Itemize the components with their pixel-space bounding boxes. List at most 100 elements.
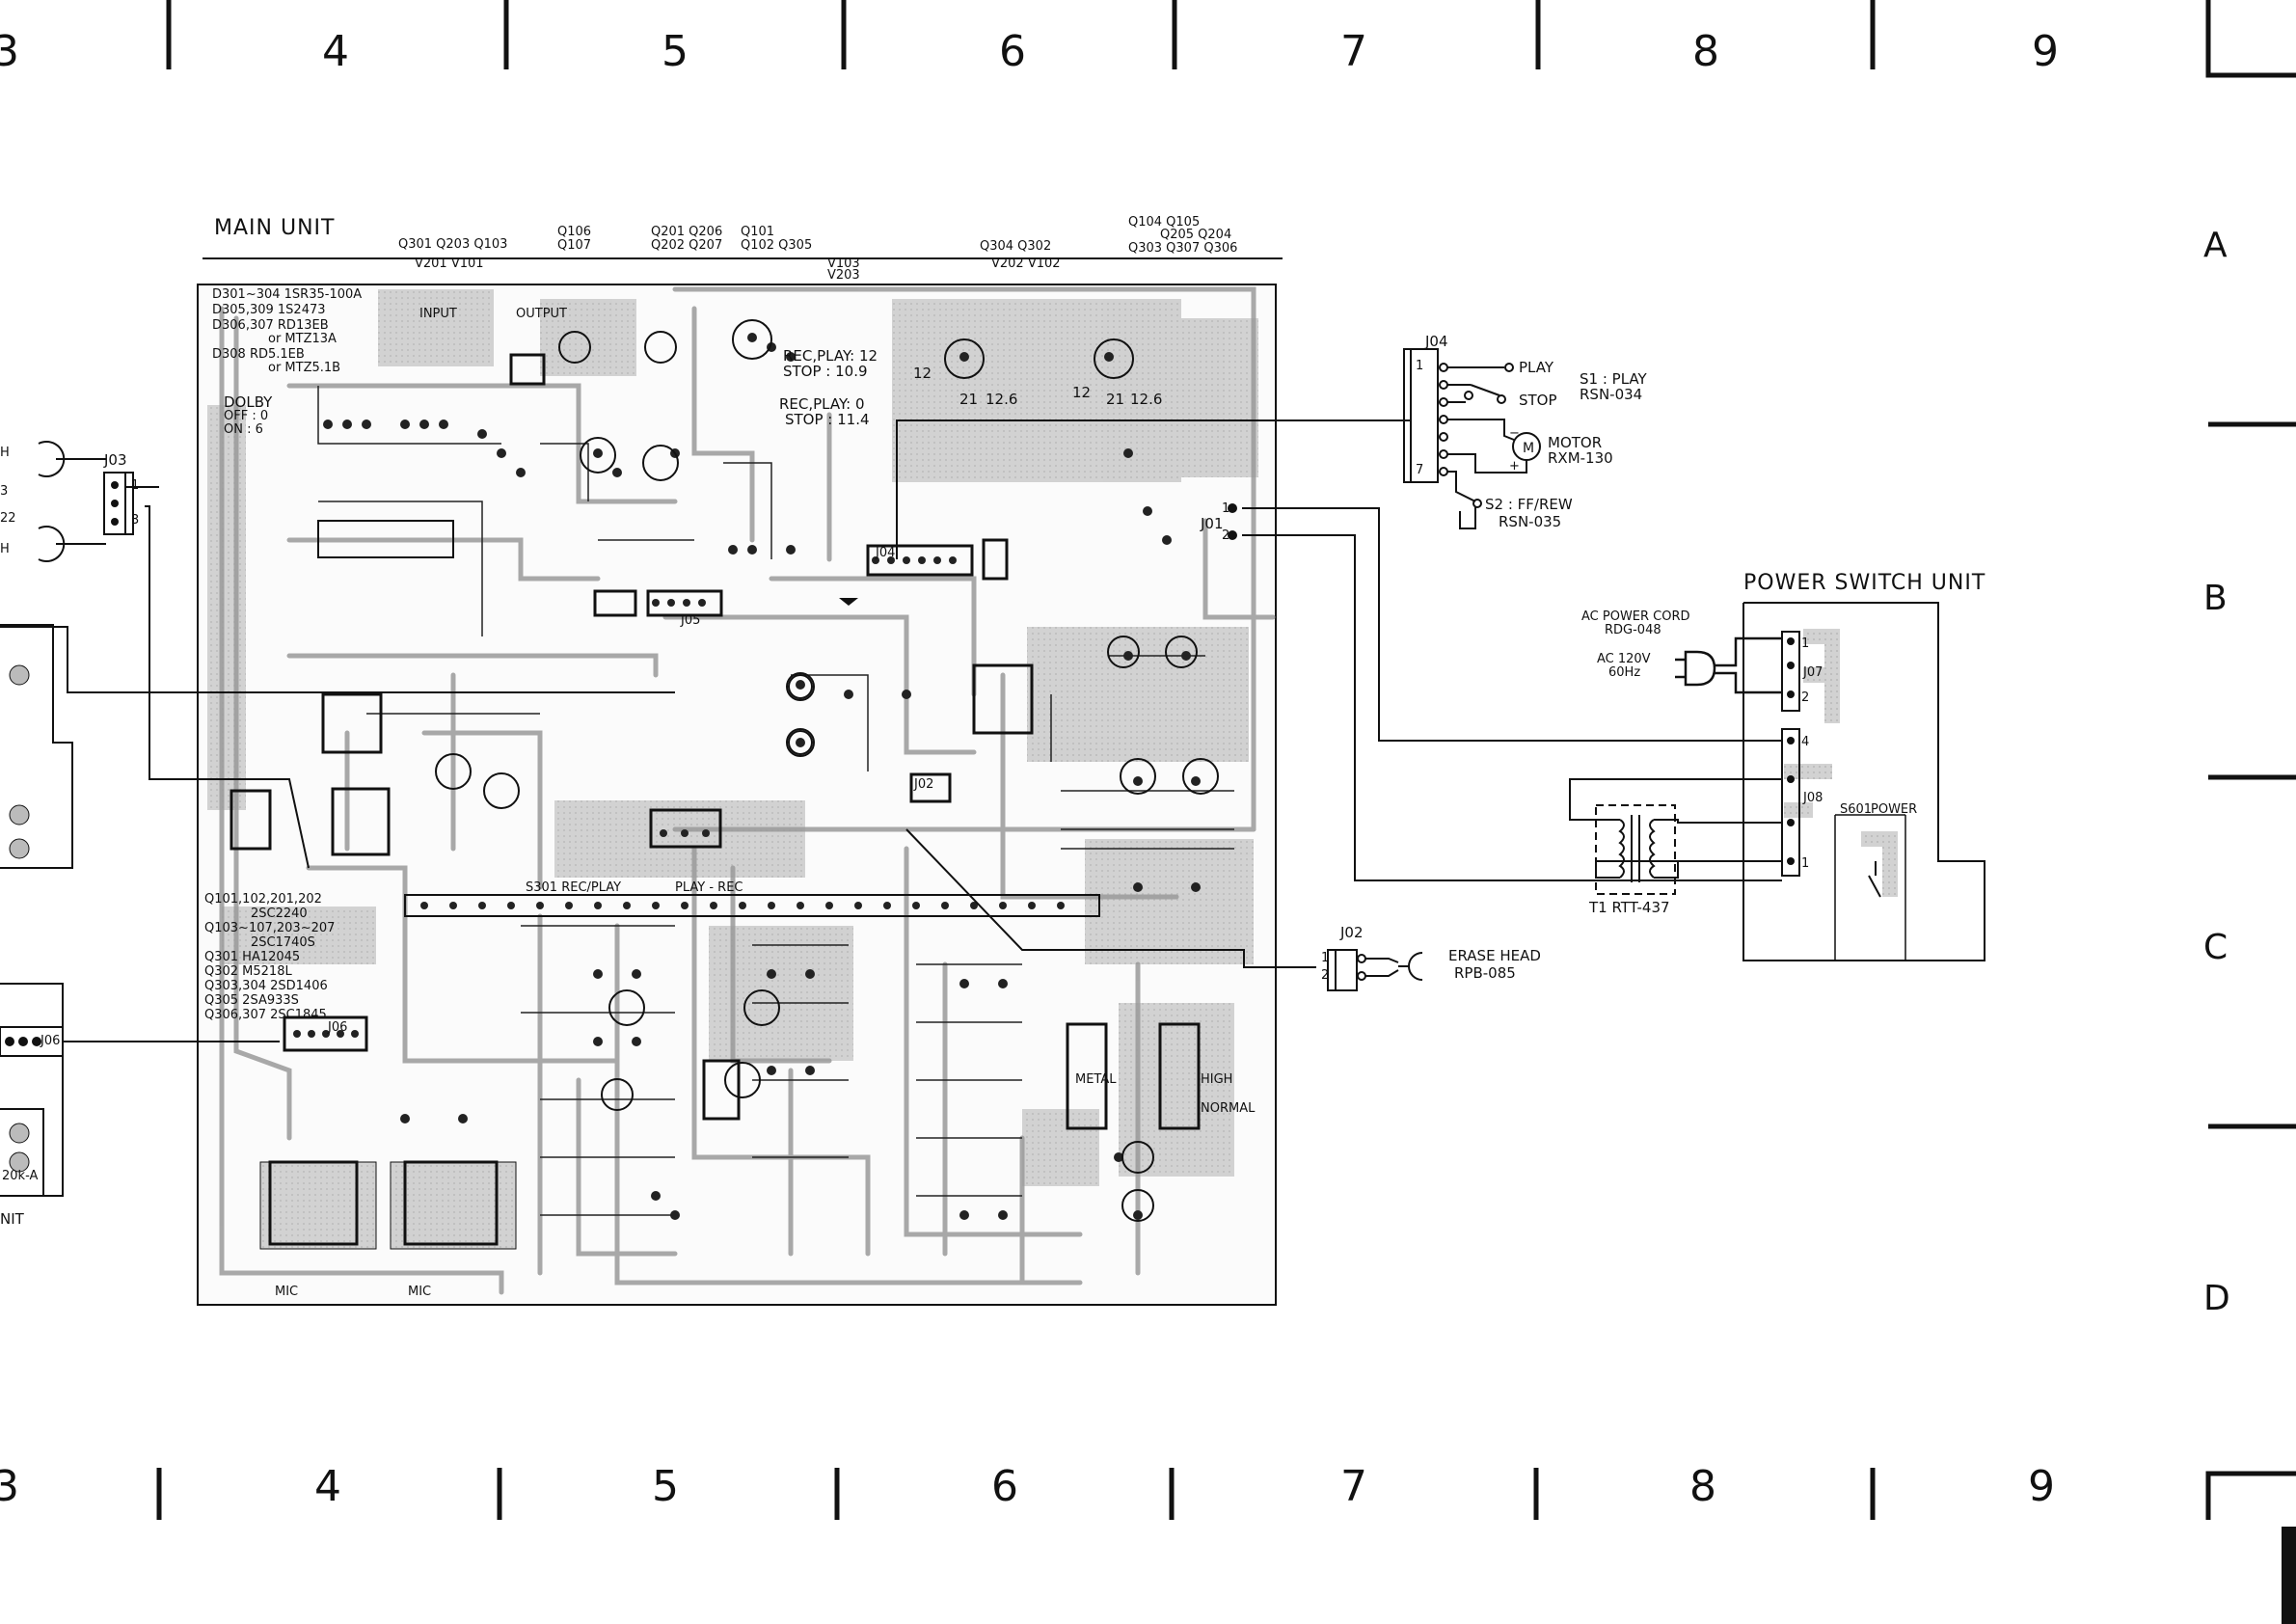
diode-legend-line: D308 RD5.1EB <box>212 347 305 362</box>
j01-pin-2: 2 <box>1222 528 1230 543</box>
mic-label: MIC <box>408 1285 432 1299</box>
voltage-rec-play-2: REC,PLAY: 0 <box>779 395 865 413</box>
col-label-6-bottom: 6 <box>991 1462 1018 1511</box>
j02-pin-1: 1 <box>1321 951 1330 965</box>
transformer-label: T1 RTT-437 <box>1589 899 1670 916</box>
transistor-legend-line: 2SC1740S <box>251 935 315 950</box>
transistor-legend-line: Q101,102,201,202 <box>204 892 322 907</box>
row-label-a: A <box>2203 226 2228 265</box>
left-part-label: 20k-A <box>2 1169 39 1183</box>
top-ref: Q303 Q307 Q306 <box>1128 241 1238 256</box>
power-label: POWER <box>1871 802 1918 817</box>
diode-legend-line: or MTZ5.1B <box>268 361 341 375</box>
top-ref: Q202 Q207 <box>651 238 723 253</box>
j07-label: J07 <box>1803 665 1823 680</box>
motor-label: MOTOR <box>1548 434 1603 451</box>
voltage-mark: 12.6 <box>986 391 1018 408</box>
s2-part: RSN-035 <box>1499 513 1562 530</box>
col-label-3-bottom: 3 <box>0 1462 19 1511</box>
j08-label: J08 <box>1803 791 1823 805</box>
top-ref: Q205 Q204 <box>1160 228 1232 242</box>
col-label-8-bottom: 8 <box>1689 1462 1716 1511</box>
top-ref: V201 V101 <box>415 257 484 271</box>
col-label-4-bottom: 4 <box>314 1462 341 1511</box>
mic-label: MIC <box>275 1285 299 1299</box>
transistor-legend-line: Q103~107,203~207 <box>204 921 336 935</box>
voltage-mark: 12 <box>1072 384 1092 401</box>
normal-label: NORMAL <box>1201 1101 1256 1116</box>
col-label-9-bottom: 9 <box>2028 1462 2055 1511</box>
transistor-legend-line: Q302 M5218L <box>204 964 292 979</box>
output-label: OUTPUT <box>516 307 567 321</box>
j04-play-label: PLAY <box>1519 359 1554 376</box>
j04-title: J04 <box>1425 333 1448 350</box>
j01-title: J01 <box>1201 515 1224 532</box>
main-unit-title: MAIN UNIT <box>214 216 336 240</box>
motor-part: RXM-130 <box>1548 449 1613 467</box>
voltage-stop-1: STOP : 10.9 <box>783 363 868 380</box>
diode-legend-line: D306,307 RD13EB <box>212 318 329 333</box>
board-j06-label: J06 <box>328 1020 348 1035</box>
j06-left-label: J06 <box>41 1034 61 1048</box>
left-head-label: H <box>0 542 10 556</box>
top-ref: V202 V102 <box>991 257 1061 271</box>
s1-part: RSN-034 <box>1580 386 1643 403</box>
board-j02-label: J02 <box>914 777 934 792</box>
ac-cord-part: RDG-048 <box>1605 623 1661 637</box>
diode-legend-line: D301~304 1SR35-100A <box>212 287 363 302</box>
motor-plus: + <box>1509 459 1520 474</box>
left-num-label: 3 <box>0 484 9 499</box>
rec-play-switch-label: S301 REC/PLAY <box>526 880 622 895</box>
high-label: HIGH <box>1201 1072 1233 1087</box>
voltage-stop-2: STOP : 11.4 <box>785 411 870 428</box>
top-ref: V103 <box>827 257 860 271</box>
j04-stop-label: STOP <box>1519 392 1557 409</box>
transistor-legend-line: 2SC2240 <box>251 907 308 921</box>
top-ref: Q107 <box>557 238 592 253</box>
top-ref: Q102 Q305 <box>741 238 813 253</box>
left-unit-title-fragment: NIT <box>0 1210 24 1228</box>
col-label-3-top: 3 <box>0 27 19 76</box>
top-ref: Q101 <box>741 225 775 239</box>
voltage-mark: 12.6 <box>1130 391 1163 408</box>
s601-label: S601 <box>1840 802 1873 817</box>
left-head-label: H <box>0 446 10 460</box>
j08-pin: 1 <box>1801 856 1810 871</box>
board-j05-label: J05 <box>681 613 701 628</box>
j01-pin-1: 1 <box>1222 501 1230 516</box>
top-ref: Q304 Q302 <box>980 239 1052 254</box>
diode-legend-line: D305,309 1S2473 <box>212 303 326 317</box>
board-j04-label: J04 <box>876 546 896 560</box>
col-label-8-top: 8 <box>1692 27 1719 76</box>
col-label-9-top: 9 <box>2032 27 2059 76</box>
j02-pin-2: 2 <box>1321 968 1330 983</box>
top-ref: Q104 Q105 <box>1128 215 1201 230</box>
input-label: INPUT <box>419 307 457 321</box>
j03-pin-1: 1 <box>131 478 140 493</box>
j07-pin: 2 <box>1801 690 1810 705</box>
row-label-d: D <box>2203 1279 2230 1318</box>
ac-voltage-label: AC 120V <box>1597 652 1651 666</box>
row-label-b: B <box>2203 579 2228 618</box>
top-ref: V203 <box>827 268 860 283</box>
svg-text:M: M <box>1523 441 1534 456</box>
s2-label: S2 : FF/REW <box>1485 496 1573 513</box>
col-label-5-bottom: 5 <box>652 1462 679 1511</box>
left-num-label: 22 <box>0 511 16 526</box>
motor-minus: − <box>1509 426 1520 441</box>
j08-pin: 4 <box>1801 735 1810 749</box>
voltage-mark: 12 <box>913 365 932 382</box>
dolby-off-label: OFF : 0 <box>224 409 269 423</box>
col-label-6-top: 6 <box>999 27 1026 76</box>
power-switch-title: POWER SWITCH UNIT <box>1743 571 1986 595</box>
transistor-legend-line: Q306,307 2SC1845 <box>204 1008 327 1022</box>
top-ref: Q301 Q203 Q103 <box>398 237 508 252</box>
col-label-7-top: 7 <box>1340 27 1367 76</box>
metal-label: METAL <box>1075 1072 1117 1087</box>
erase-head-part: RPB-085 <box>1454 964 1516 982</box>
